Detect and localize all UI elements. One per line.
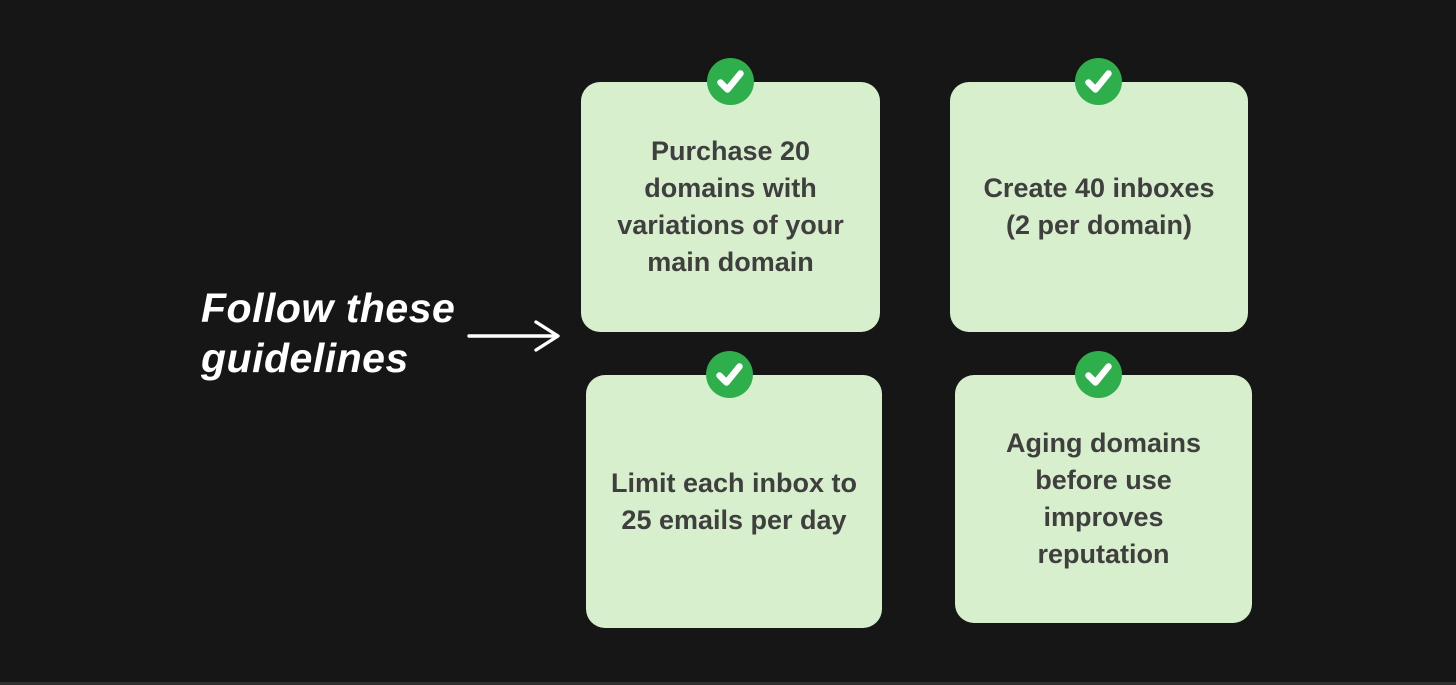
arrow-right-icon: [467, 320, 560, 352]
guideline-card-text: Limit each inbox to 25 emails per day: [610, 467, 858, 535]
guideline-card-text: Purchase 20 domains with variations of y…: [617, 136, 844, 277]
checkmark-badge-icon: [1075, 351, 1122, 398]
guideline-card: Limit each inbox to 25 emails per day: [586, 375, 882, 628]
guideline-card: Create 40 inboxes (2 per domain): [950, 82, 1248, 332]
checkmark-badge-icon: [707, 58, 754, 105]
checkmark-badge-icon: [1075, 58, 1122, 105]
guideline-card-text: Aging domains before use improves reputa…: [1006, 428, 1201, 569]
checkmark-badge-icon: [706, 351, 753, 398]
guideline-card: Purchase 20 domains with variations of y…: [581, 82, 880, 332]
guideline-card-text: Create 40 inboxes (2 per domain): [983, 173, 1215, 240]
intro-label: Follow these guidelines: [201, 285, 456, 382]
guideline-card: Aging domains before use improves reputa…: [955, 375, 1252, 623]
